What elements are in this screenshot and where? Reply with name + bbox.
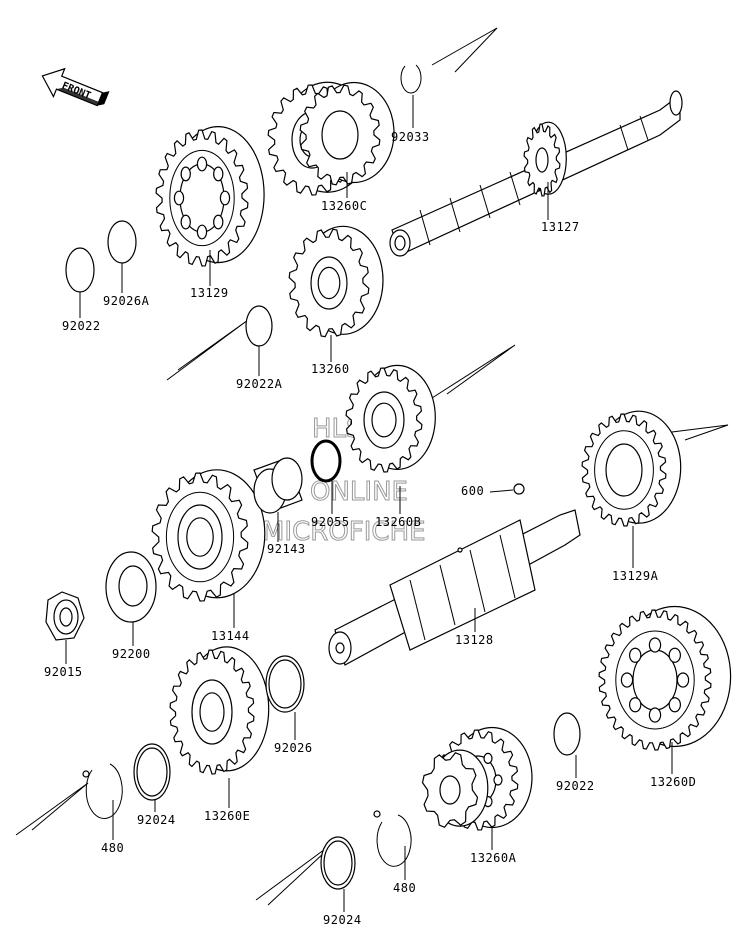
front-arrow-icon: FRONT (41, 67, 110, 107)
label-600[interactable]: 600 (461, 484, 484, 498)
gear-13260 (288, 225, 384, 338)
label-13260C[interactable]: 13260C (321, 199, 367, 213)
label-13260[interactable]: 13260 (311, 362, 350, 376)
label-13128[interactable]: 13128 (455, 633, 494, 647)
label-13260D[interactable]: 13260D (650, 775, 696, 789)
gear-group (151, 81, 732, 831)
label-92143[interactable]: 92143 (267, 542, 306, 556)
circlip-480-bottom (373, 810, 412, 867)
bushing-92143 (253, 457, 303, 514)
label-92026[interactable]: 92026 (274, 741, 313, 755)
gear-13129A (581, 410, 682, 527)
gear-13260C-back (299, 81, 395, 186)
label-13129A[interactable]: 13129A (612, 569, 659, 583)
label-92022-top[interactable]: 92022 (62, 319, 101, 333)
gear-13260D (598, 605, 732, 751)
circlip-92033 (400, 64, 422, 94)
label-92022-right[interactable]: 92022 (556, 779, 595, 793)
label-92200[interactable]: 92200 (112, 647, 151, 661)
washer-92022-top (65, 247, 95, 293)
washer-92026A (107, 220, 137, 264)
part-labels: 92033 13260C 13127 13129 92026A 92022 13… (44, 130, 696, 927)
shaft-13128 (328, 509, 581, 666)
gear-13144 (151, 469, 266, 602)
label-92024-bottom[interactable]: 92024 (323, 913, 362, 927)
watermark-line-3: MICROFICHE (262, 517, 426, 547)
washer-92022A (245, 305, 273, 347)
gear-13129 (155, 126, 265, 267)
washer-92026 (265, 655, 305, 713)
label-92055[interactable]: 92055 (311, 515, 350, 529)
oring-92055 (310, 439, 342, 483)
label-92026A[interactable]: 92026A (103, 294, 150, 308)
circlip-480-left (82, 763, 123, 819)
leader-lines (65, 95, 673, 912)
gear-13260A-dogs (421, 749, 489, 829)
label-13129[interactable]: 13129 (190, 286, 229, 300)
gear-13260B (345, 364, 436, 473)
label-480-bottom[interactable]: 480 (393, 881, 416, 895)
washer-92024-bottom (320, 836, 356, 890)
ball-600 (513, 483, 525, 495)
nut-92015 (45, 591, 85, 641)
label-92022A[interactable]: 92022A (236, 377, 283, 391)
gear-13260E (169, 646, 270, 775)
label-13260E[interactable]: 13260E (204, 809, 250, 823)
label-13260B[interactable]: 13260B (375, 515, 421, 529)
label-92033[interactable]: 92033 (391, 130, 430, 144)
label-13144[interactable]: 13144 (211, 629, 250, 643)
label-92015[interactable]: 92015 (44, 665, 83, 679)
label-480-left[interactable]: 480 (101, 841, 124, 855)
label-13260A[interactable]: 13260A (470, 851, 517, 865)
label-13127[interactable]: 13127 (541, 220, 580, 234)
washer-92022-right (553, 712, 581, 756)
washer-92200 (105, 551, 157, 623)
gear-13127-fixed (523, 121, 567, 197)
washer-92024-left (133, 743, 171, 801)
label-92024-left[interactable]: 92024 (137, 813, 176, 827)
